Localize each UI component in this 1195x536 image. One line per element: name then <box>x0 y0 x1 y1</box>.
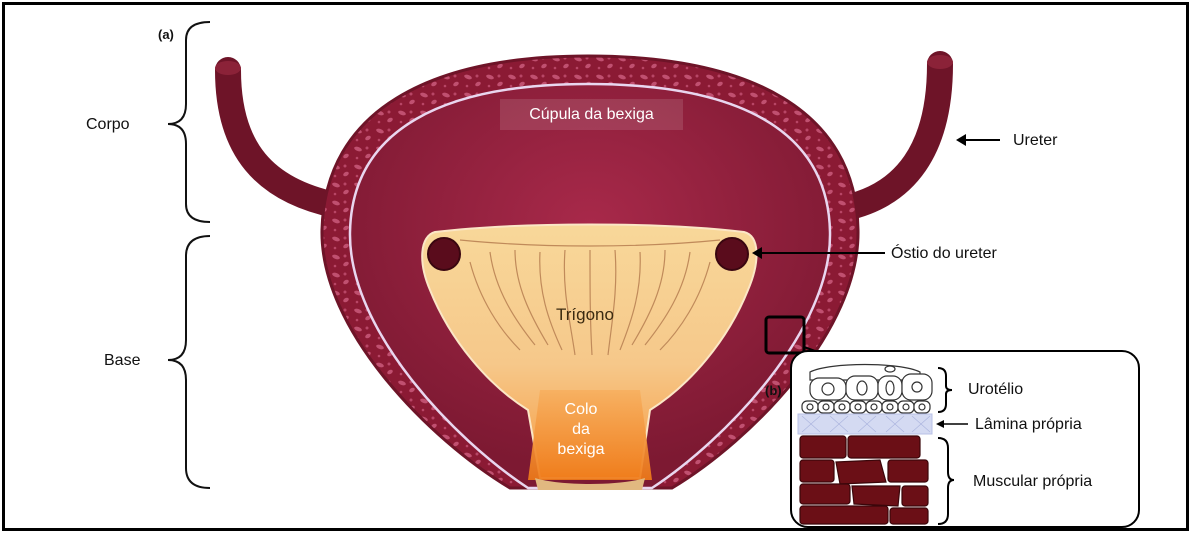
histology-inset <box>790 350 1140 528</box>
base-bracket <box>168 236 210 488</box>
muscular-label: Muscular própria <box>973 472 1092 491</box>
histology-drawing <box>790 350 1140 528</box>
left-ureter-orifice <box>428 238 460 270</box>
urotelio-label: Urotélio <box>968 380 1023 399</box>
left-ureter <box>228 70 335 205</box>
panel-a-label: (a) <box>158 27 174 43</box>
muscular-bracket <box>938 438 954 524</box>
left-ureter-end <box>215 61 241 75</box>
corpo-bracket <box>168 22 210 222</box>
right-ureter-end <box>927 55 953 69</box>
urotelio-bracket <box>938 368 952 412</box>
ostio-label: Óstio do ureter <box>891 244 997 263</box>
urothelium-cells <box>802 365 932 414</box>
corpo-label: Corpo <box>86 115 130 134</box>
cupula-label: Cúpula da bexiga <box>500 105 683 124</box>
right-ureter <box>845 64 940 208</box>
lamina-propria <box>798 414 932 434</box>
panel-b-label: (b) <box>765 383 782 399</box>
colo-line-2: da <box>538 420 624 440</box>
colo-line-1: Colo <box>538 400 624 420</box>
base-label: Base <box>104 351 140 370</box>
ureter-label: Ureter <box>1013 131 1057 150</box>
trigono-label: Trígono <box>556 305 614 325</box>
colo-label: Colo da bexiga <box>538 400 624 460</box>
muscularis-blocks <box>800 436 928 524</box>
colo-line-3: bexiga <box>538 440 624 460</box>
right-ureter-orifice <box>716 238 748 270</box>
lamina-label: Lâmina própria <box>975 415 1082 434</box>
